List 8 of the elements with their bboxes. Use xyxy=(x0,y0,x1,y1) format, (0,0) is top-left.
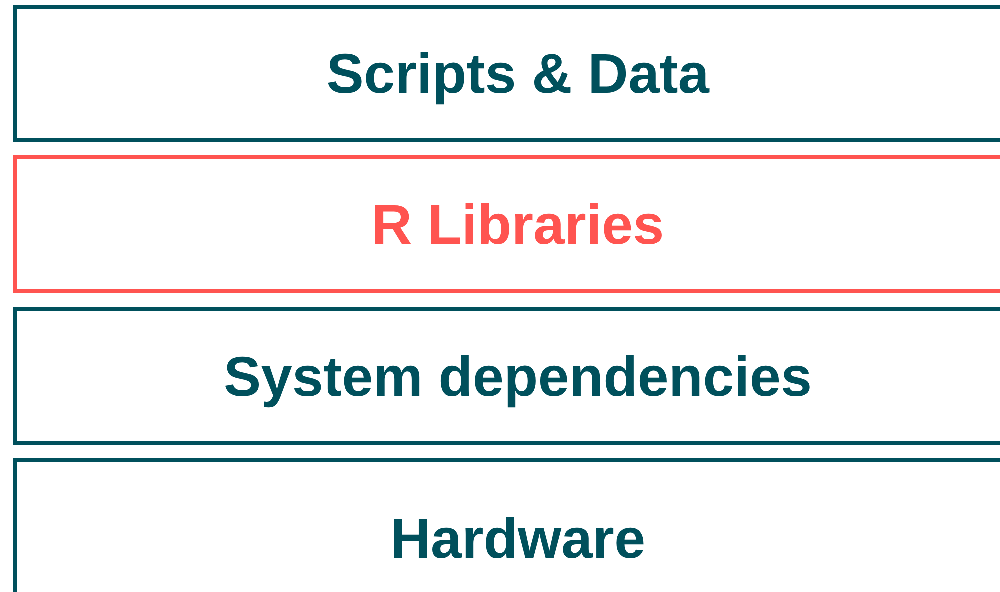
layer-label: Hardware xyxy=(390,506,646,570)
layer-label: Scripts & Data xyxy=(326,41,710,106)
layer-box xyxy=(13,307,1000,445)
layer-box xyxy=(13,5,1000,142)
layer-label: R Libraries xyxy=(372,192,664,256)
layer-box xyxy=(13,155,1000,293)
layer-label: System dependencies xyxy=(224,344,812,408)
layer-box xyxy=(13,458,1000,592)
